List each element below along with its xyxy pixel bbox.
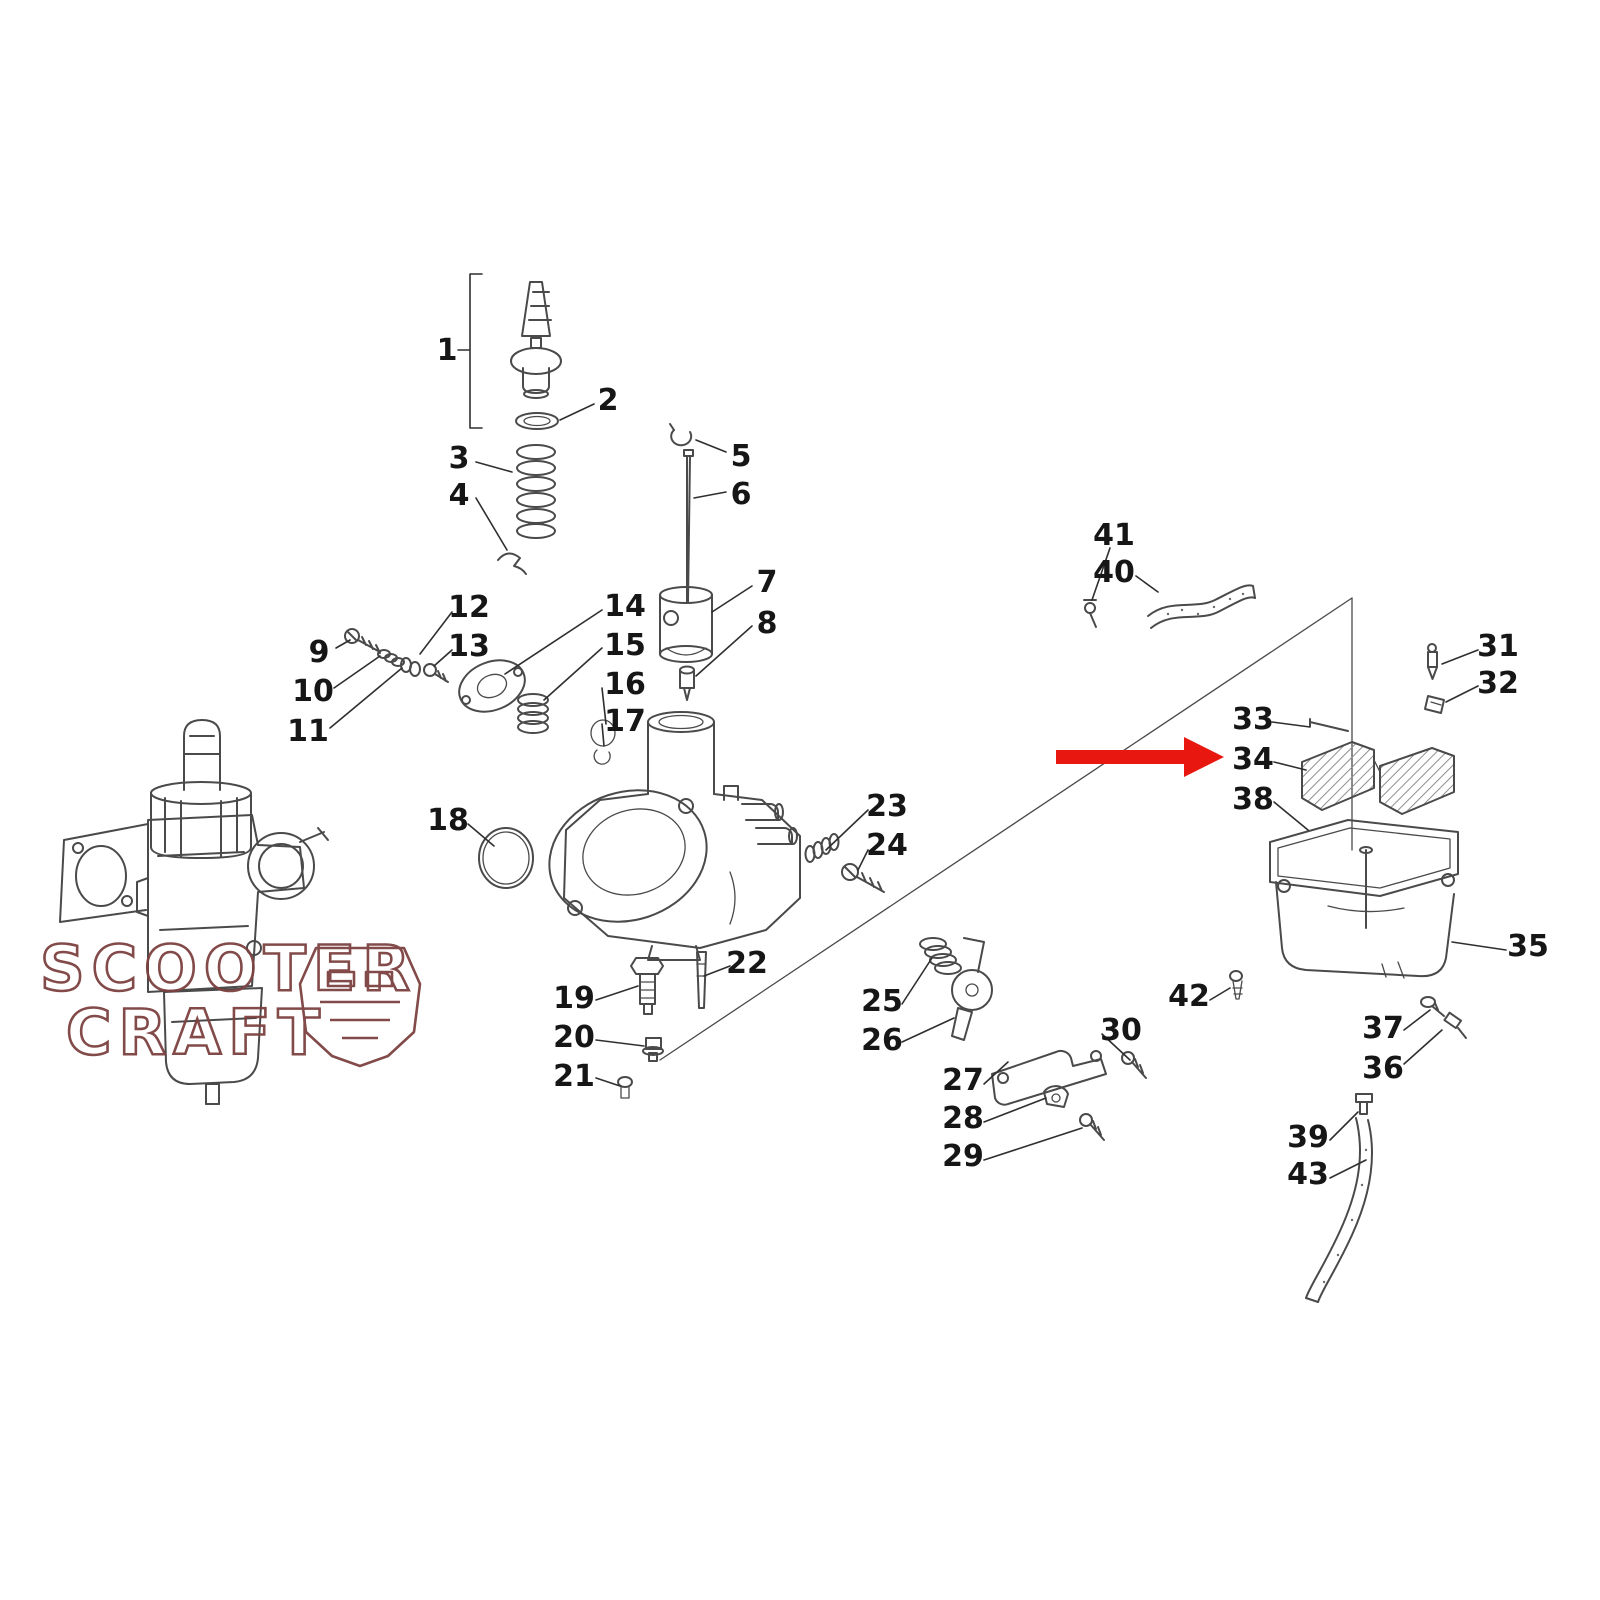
part-16-o-ring — [590, 719, 616, 747]
part-28-cable-clamp — [1043, 1085, 1069, 1108]
part-18-o-ring — [478, 827, 534, 889]
divider-lines — [659, 597, 1353, 1061]
part-label-7: 7 — [757, 565, 778, 600]
part-label-20: 20 — [553, 1020, 595, 1055]
watermark-line1: SCOOTER — [40, 932, 417, 1005]
part-label-38: 38 — [1232, 782, 1274, 817]
part-label-28: 28 — [942, 1101, 984, 1136]
part-31-float-valve — [1427, 643, 1438, 680]
part-number-labels: 1 2 3 4 5 6 7 8 9 10 11 12 13 14 15 16 1… — [287, 333, 1549, 1192]
part-label-41: 41 — [1093, 518, 1135, 553]
part-27-bracket — [991, 1049, 1107, 1106]
leader-lines — [329, 273, 1507, 1179]
part-label-40: 40 — [1093, 555, 1135, 590]
part-1-cap-assembly — [510, 281, 562, 399]
part-label-31: 31 — [1477, 629, 1519, 664]
part-2-washer — [515, 412, 559, 430]
part-label-8: 8 — [757, 606, 778, 641]
part-17-c-clip — [593, 749, 611, 765]
part-26-throttle-lever — [951, 937, 993, 1041]
part-label-21: 21 — [553, 1059, 595, 1094]
part-label-39: 39 — [1287, 1120, 1329, 1155]
part-label-42: 42 — [1168, 979, 1210, 1014]
part-29-screw — [1079, 1113, 1105, 1141]
part-label-4: 4 — [449, 478, 470, 513]
part-19-main-jet — [630, 957, 664, 1015]
watermark-helmet-logo — [298, 946, 422, 1068]
part-label-27: 27 — [942, 1063, 984, 1098]
part-20-jet — [642, 1037, 664, 1062]
part-21-screw — [617, 1076, 633, 1099]
part-label-2: 2 — [598, 383, 619, 418]
part-label-37: 37 — [1362, 1011, 1404, 1046]
part-33-float-pin — [1309, 718, 1349, 732]
part-label-5: 5 — [731, 439, 752, 474]
part-14-gasket — [458, 659, 526, 713]
part-label-18: 18 — [427, 803, 469, 838]
part-32-clip — [1424, 695, 1445, 714]
part-36-jet — [1443, 1011, 1467, 1039]
carburetor-body — [548, 711, 801, 961]
part-9-screw — [344, 628, 381, 654]
part-7-throttle-slide — [659, 586, 713, 663]
part-40-vent-tube — [1147, 584, 1256, 629]
part-label-16: 16 — [604, 667, 646, 702]
watermark: SCOOTER CRAFT — [39, 931, 422, 1070]
part-34-float — [1301, 741, 1455, 815]
part-label-10: 10 — [292, 674, 334, 709]
part-label-13: 13 — [448, 629, 490, 664]
part-label-14: 14 — [604, 589, 646, 624]
part-24-screw — [841, 863, 885, 893]
part-4-clip — [497, 552, 527, 575]
red-pointer-arrow — [1056, 737, 1224, 777]
part-35-float-bowl — [1269, 819, 1459, 979]
part-label-43: 43 — [1287, 1157, 1329, 1192]
part-label-22: 22 — [726, 946, 768, 981]
part-11-washers — [400, 657, 421, 677]
part-43-drain-tube — [1305, 1117, 1374, 1303]
part-label-9: 9 — [309, 635, 330, 670]
part-8-valve-seat — [679, 665, 695, 701]
part-3-spring — [516, 444, 556, 539]
part-30-screw — [1121, 1051, 1147, 1079]
part-label-33: 33 — [1232, 702, 1274, 737]
part-label-36: 36 — [1362, 1051, 1404, 1086]
part-label-30: 30 — [1100, 1013, 1142, 1048]
assembled-carburetor-drawing — [59, 719, 329, 1105]
part-label-25: 25 — [861, 984, 903, 1019]
part-13-screw — [423, 663, 449, 683]
part-25-spring — [919, 937, 962, 975]
part-label-29: 29 — [942, 1139, 984, 1174]
part-label-23: 23 — [866, 789, 908, 824]
part-label-3: 3 — [449, 441, 470, 476]
part-label-17: 17 — [604, 704, 646, 739]
part-41-vent-fitting — [1083, 599, 1097, 628]
part-label-26: 26 — [861, 1023, 903, 1058]
part-label-24: 24 — [866, 828, 908, 863]
part-label-12: 12 — [448, 590, 490, 625]
part-37-screw — [1420, 996, 1445, 1017]
part-label-6: 6 — [731, 477, 752, 512]
part-39-drain-fitting — [1355, 1093, 1373, 1115]
part-15-spring — [517, 693, 549, 734]
part-label-35: 35 — [1507, 929, 1549, 964]
part-label-32: 32 — [1477, 666, 1519, 701]
part-6-jet-needle — [683, 449, 694, 603]
part-label-1: 1 — [437, 333, 458, 368]
part-label-15: 15 — [604, 628, 646, 663]
part-42-drain-screw — [1229, 970, 1243, 1000]
watermark-line2: CRAFT — [66, 996, 327, 1069]
part-label-19: 19 — [553, 981, 595, 1016]
part-label-34: 34 — [1232, 742, 1274, 777]
part-23-spring — [804, 833, 840, 863]
part-label-11: 11 — [287, 714, 329, 749]
part-10-spring — [377, 649, 405, 667]
part-5-c-clip — [669, 423, 693, 447]
